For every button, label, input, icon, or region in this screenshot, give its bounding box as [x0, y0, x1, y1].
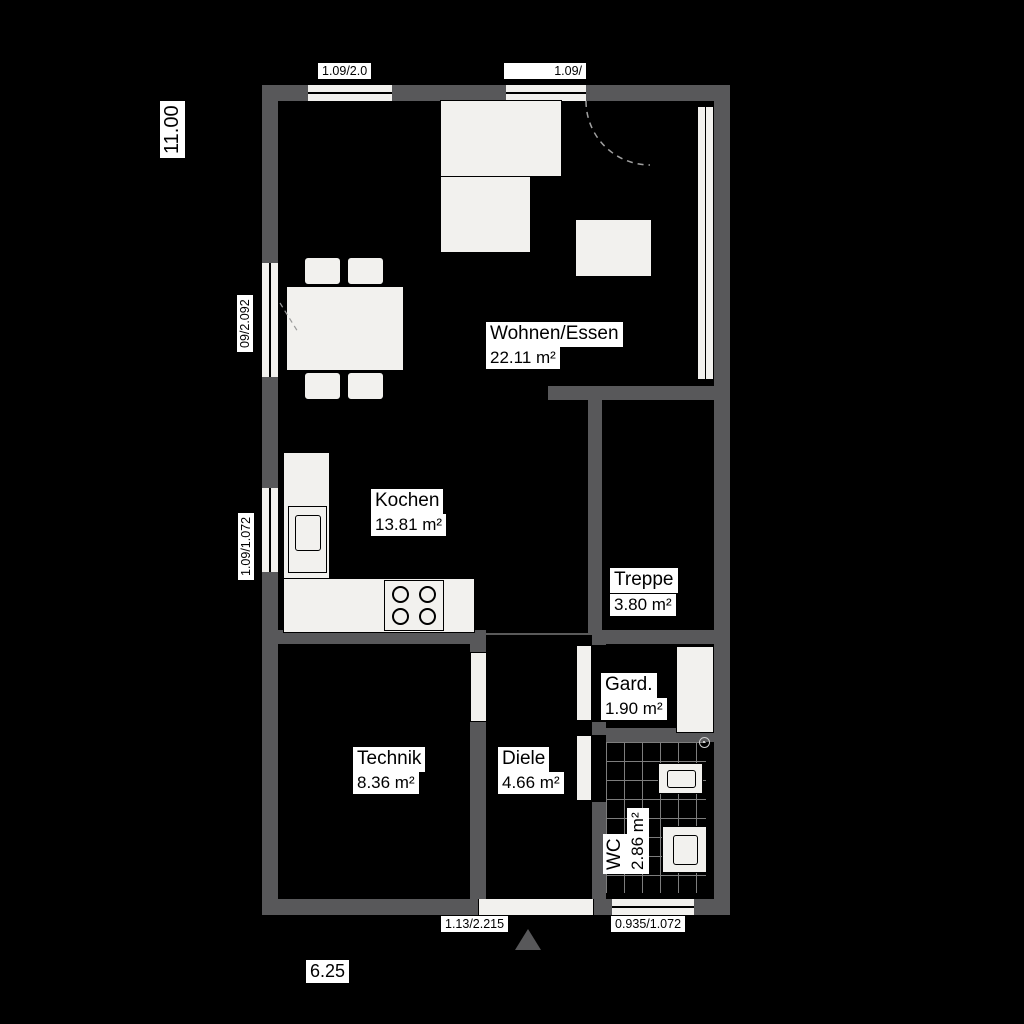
wall-diele-right-b	[592, 722, 606, 735]
wall-stairs-left	[588, 400, 602, 634]
window-left-upper	[262, 263, 278, 377]
window-pane	[269, 263, 271, 377]
burner-icon	[419, 608, 436, 625]
technik-door-leaf	[470, 652, 487, 722]
dim-window-top-left: 1.09/2.0	[318, 63, 372, 80]
burner-icon	[392, 608, 409, 625]
coffee-table	[575, 219, 652, 277]
dining-table	[286, 286, 404, 371]
room-area-kochen: 13.81 m²	[371, 514, 447, 536]
room-label-technik: Technik	[353, 747, 426, 773]
room-area-wc: 2.86 m²	[627, 808, 649, 874]
window-top-left	[308, 85, 392, 101]
window-bottom	[612, 899, 694, 915]
room-label-treppe: Treppe	[610, 568, 678, 594]
dim-window-left-lower: 1.09/1.072	[238, 512, 255, 580]
wall-treppe-bottom	[602, 630, 714, 644]
room-label-wc: WC	[603, 834, 629, 874]
wall-diele-right-c	[592, 802, 606, 899]
room-label-diele: Diele	[498, 747, 550, 773]
wall-bottom-left	[262, 899, 478, 915]
dim-window-left-upper: 09/2.092	[237, 295, 254, 352]
entrance-arrow-icon	[515, 929, 541, 950]
stove	[384, 580, 444, 631]
window-pane	[308, 92, 392, 94]
window-top-right	[506, 85, 586, 101]
room-area-diele: 4.66 m²	[498, 772, 564, 794]
burner-icon	[392, 586, 409, 603]
dim-entrance-door: 1.13/2.215	[441, 916, 509, 933]
wall-technik-right-lower	[470, 722, 486, 899]
kitchen-counter-bottom	[283, 578, 475, 633]
tall-cabinet	[697, 106, 714, 380]
wc-door-leaf	[576, 735, 592, 801]
dim-window-bottom: 0.935/1.072	[611, 916, 686, 933]
wall-right	[714, 85, 730, 915]
room-label-wohnen: Wohnen/Essen	[486, 322, 623, 348]
wall-top-mid	[392, 85, 506, 101]
dim-overall-width: 6.25	[306, 960, 350, 983]
dining-chair	[347, 372, 384, 400]
window-pane	[506, 92, 586, 94]
wall-left-lower	[262, 572, 278, 915]
wall-technik-top	[278, 630, 486, 644]
garderobe-door-leaf	[576, 645, 592, 721]
burner-icon	[419, 586, 436, 603]
wall-bottom-mid	[592, 899, 612, 915]
sofa-chaise	[440, 176, 531, 253]
room-area-treppe: 3.80 m²	[610, 594, 676, 616]
room-label-gard: Gard.	[601, 673, 657, 699]
dining-chair	[304, 372, 341, 400]
wall-top-right	[586, 85, 730, 101]
room-area-technik: 8.36 m²	[353, 772, 419, 794]
wall-bottom-right	[694, 899, 730, 915]
wall-left-upper	[262, 85, 278, 263]
window-left-lower	[262, 488, 278, 572]
window-pane	[269, 488, 271, 572]
room-label-kochen: Kochen	[371, 489, 444, 515]
dim-overall-height: 11.00	[160, 101, 185, 158]
door-swing-arc	[585, 100, 651, 166]
window-pane	[612, 906, 694, 908]
room-area-gard: 1.90 m²	[601, 698, 667, 720]
kitchen-hall-threshold	[486, 633, 592, 635]
wall-living-divider	[548, 386, 730, 400]
kitchen-sink	[288, 506, 327, 573]
dining-chair	[304, 257, 341, 285]
wc-toilet-bowl	[673, 835, 698, 865]
wall-diele-right-a	[592, 634, 606, 645]
wall-technik-right-upper	[470, 644, 486, 654]
dim-window-top-right: 1.09/	[504, 63, 586, 80]
wardrobe	[676, 646, 714, 733]
sink-basin	[295, 515, 321, 551]
dining-chair	[347, 257, 384, 285]
wc-sink	[658, 763, 703, 794]
wall-left-mid	[262, 377, 278, 488]
wc-toilet	[662, 826, 707, 873]
wc-sink-basin	[667, 770, 696, 788]
cabinet-divider-line	[705, 107, 706, 379]
wc-door-pivot-icon	[699, 737, 710, 748]
entrance-door-opening	[478, 899, 594, 915]
room-area-wohnen: 22.11 m²	[486, 347, 560, 369]
sofa	[440, 100, 562, 177]
